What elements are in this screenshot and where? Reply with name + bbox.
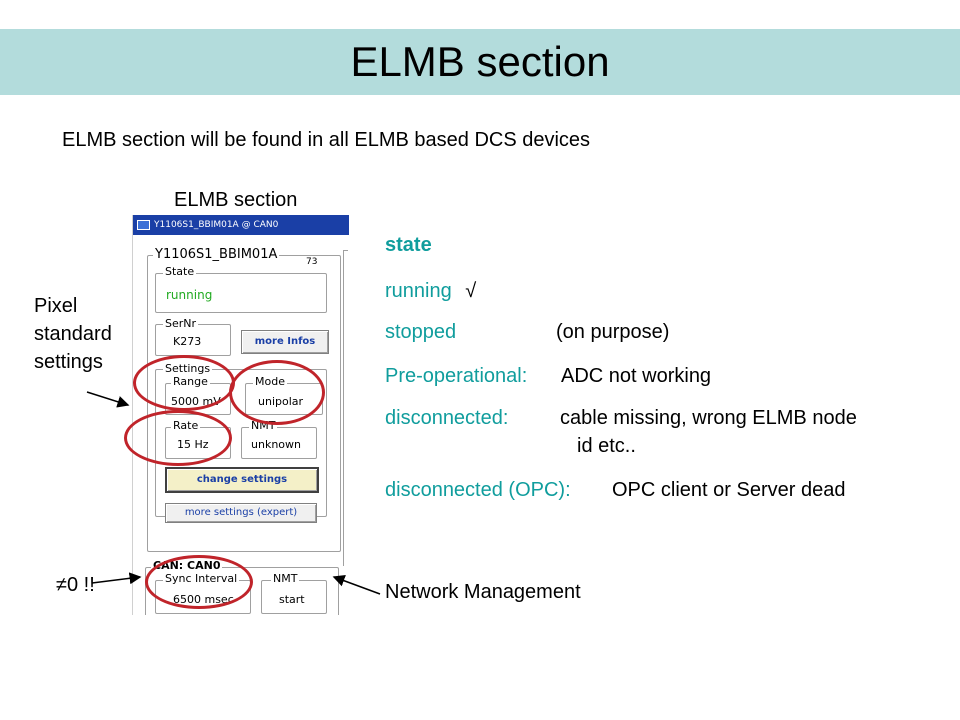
arrow-pixel-settings — [86, 391, 130, 408]
arrow-network-management — [332, 575, 381, 595]
highlight-ring-mode — [229, 360, 325, 425]
state-disconnected-opc: disconnected (OPC): — [385, 479, 571, 501]
can-nmt-label: NMT — [271, 572, 300, 585]
nmt-group — [241, 427, 317, 459]
highlight-ring-sync — [145, 555, 253, 609]
pixel-annotation-line1: Pixel — [34, 295, 78, 317]
sernr-label: SerNr — [163, 317, 199, 330]
screenshot-caption: ELMB section — [174, 189, 298, 211]
state-group — [155, 273, 327, 313]
nmt-value: unknown — [251, 438, 301, 451]
change-settings-button[interactable]: change settings — [165, 467, 319, 493]
title-bar — [0, 29, 960, 95]
pixel-annotation-line2: standard — [34, 323, 112, 345]
state-heading: state — [385, 234, 432, 256]
slide-title: ELMB section — [350, 38, 610, 85]
state-running: running √ — [385, 279, 476, 303]
state-stopped-desc: (on purpose) — [556, 321, 670, 343]
sernr-value: K273 — [173, 335, 202, 348]
outer-frame-edge — [343, 250, 348, 566]
more-infos-button[interactable]: more Infos — [241, 330, 329, 354]
check-mark: √ — [465, 280, 477, 302]
state-group-label: State — [163, 265, 197, 278]
state-disconnected-opc-desc: OPC client or Server dead — [612, 479, 846, 501]
elmb-panel-screenshot: Y1106S1_BBIM01A @ CAN0 Y1106S1_BBIM01A 7… — [132, 215, 349, 615]
can-nmt-value: start — [279, 593, 305, 606]
state-preop-desc: ADC not working — [561, 365, 712, 387]
window-icon — [137, 219, 150, 230]
highlight-ring-rate — [124, 410, 232, 466]
state-running-label: running — [385, 280, 452, 302]
window-title: Y1106S1_BBIM01A @ CAN0 — [154, 220, 279, 230]
network-management-annotation: Network Management — [385, 581, 581, 603]
state-disconnected-desc1: cable missing, wrong ELMB node — [560, 407, 857, 429]
state-value: running — [166, 288, 213, 302]
pixel-annotation-line3: settings — [34, 351, 103, 373]
slide-subtitle: ELMB section will be found in all ELMB b… — [62, 129, 591, 151]
window-title-bar: Y1106S1_BBIM01A @ CAN0 — [133, 215, 349, 235]
state-disconnected: disconnected: — [385, 407, 509, 429]
nonzero-annotation: ≠0 !! — [56, 574, 95, 596]
state-preop: Pre-operational: — [385, 365, 528, 387]
elmb-group-title: Y1106S1_BBIM01A — [153, 247, 280, 262]
more-settings-button[interactable]: more settings (expert) — [165, 503, 317, 523]
arrow-sync-interval — [91, 572, 142, 585]
node-id: 73 — [306, 257, 318, 267]
state-disconnected-desc2: id etc.. — [577, 435, 636, 457]
state-stopped: stopped — [385, 321, 457, 343]
